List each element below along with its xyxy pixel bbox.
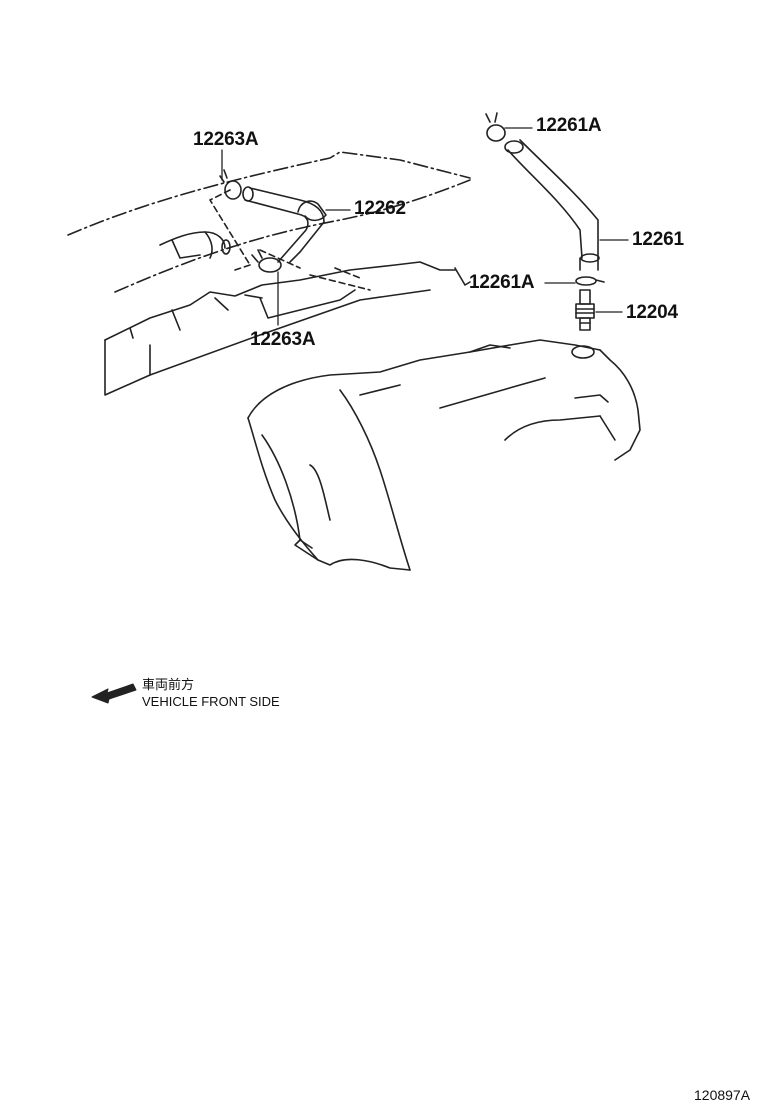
label-12262: 12262 (354, 198, 406, 219)
intake-neck (159, 231, 231, 259)
clamp-12263A-bottom (251, 249, 282, 273)
engine-outline-left (67, 151, 471, 293)
clamp-12261A-top (485, 112, 506, 142)
label-12261A-top: 12261A (536, 115, 602, 136)
hose-12261 (504, 139, 600, 271)
figure-reference-number: 120897A (694, 1087, 751, 1103)
front-direction-arrow-icon (91, 683, 137, 704)
label-12263A-top: 12263A (193, 129, 259, 150)
label-12204: 12204 (626, 302, 678, 323)
leader-lines (221, 127, 629, 326)
label-12261A-mid: 12261A (469, 272, 535, 293)
cylinder-head-cover (104, 261, 471, 396)
label-12263A-bottom: 12263A (250, 329, 316, 350)
vehicle-front-label-jp: 車両前方 (142, 678, 195, 693)
pcv-valve-12204 (575, 289, 595, 331)
hose-12262 (242, 186, 327, 263)
dashed-leaders-left (209, 189, 371, 291)
clamp-12263A-top (219, 169, 242, 200)
label-12261: 12261 (632, 229, 684, 250)
intake-manifold (247, 339, 641, 571)
clamp-12261A-mid (575, 276, 605, 286)
vehicle-front-label-en: VEHICLE FRONT SIDE (142, 694, 280, 709)
